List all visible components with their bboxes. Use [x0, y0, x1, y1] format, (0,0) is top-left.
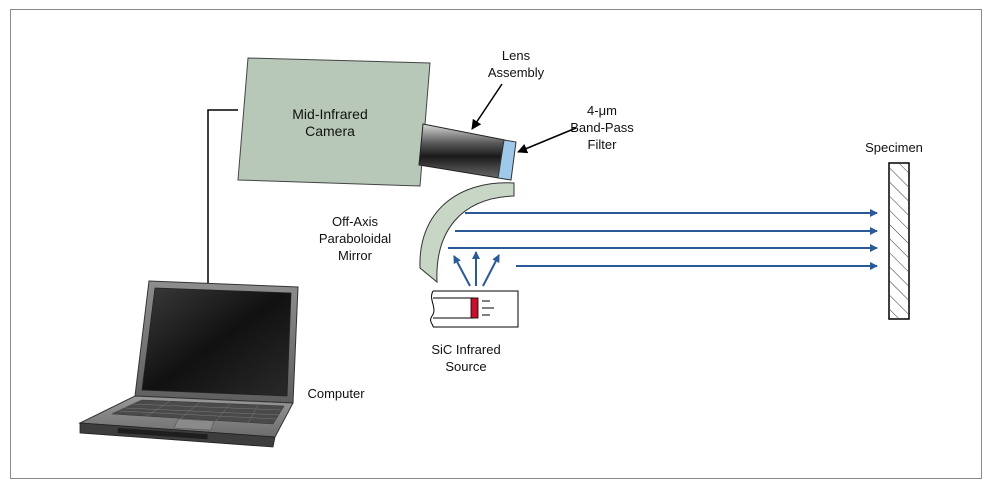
sic-infrared-source — [430, 290, 519, 328]
mirror-label: Off-Axis Paraboloidal Mirror — [318, 214, 392, 263]
filter-label: 4-μm Band-Pass Filter — [570, 103, 634, 152]
source-emission-arrows — [453, 251, 500, 287]
computer-label: Computer — [307, 386, 365, 401]
lens-pointer-arrow — [471, 83, 503, 130]
specimen-label: Specimen — [865, 140, 923, 155]
laptop-screen — [141, 287, 292, 397]
source-element — [470, 297, 479, 319]
filter-pointer-arrow — [517, 127, 577, 154]
diagram-frame — [10, 9, 982, 479]
paraboloidal-mirror — [419, 182, 515, 284]
collimated-beams — [448, 209, 878, 270]
lens-assembly — [418, 123, 506, 179]
source-label: SiC Infrared Source — [431, 342, 501, 374]
camera-cable — [207, 109, 238, 283]
camera-body — [237, 57, 431, 187]
lens-assembly-label: Lens Assembly — [487, 48, 545, 80]
band-pass-filter — [497, 139, 517, 181]
camera-label: Mid-Infrared Camera — [292, 106, 368, 139]
specimen-plate — [888, 162, 910, 320]
laptop-touchpad — [173, 418, 215, 431]
laptop-computer — [78, 280, 299, 448]
laptop-keyboard — [111, 399, 285, 425]
